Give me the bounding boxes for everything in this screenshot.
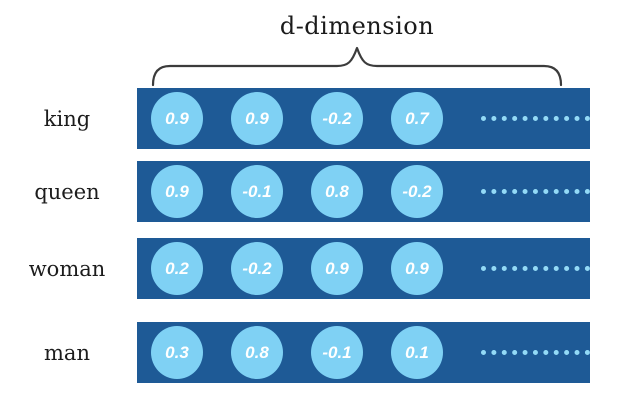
embedding-vector-bar: 0.3 0.8 -0.1 0.1: [137, 322, 590, 383]
ellipsis-dots-icon: [481, 189, 590, 194]
vector-value-cell: -0.1: [311, 326, 363, 379]
embedding-vector-bar: 0.9 -0.1 0.8 -0.2: [137, 161, 590, 222]
vector-value-cell: 0.9: [151, 165, 203, 218]
embedding-row-king: king 0.9 0.9 -0.2 0.7: [0, 88, 637, 149]
embedding-vector-bar: 0.9 0.9 -0.2 0.7: [137, 88, 590, 149]
dimension-title: d-dimension: [279, 12, 435, 40]
vector-value-cell: 0.2: [151, 242, 203, 295]
vector-value-cell: 0.9: [391, 242, 443, 295]
vector-value-cell: -0.2: [391, 165, 443, 218]
vector-value-cell: 0.9: [311, 242, 363, 295]
row-label: king: [43, 106, 91, 131]
embedding-row-man: man 0.3 0.8 -0.1 0.1: [0, 322, 637, 383]
row-label: man: [44, 340, 90, 365]
vector-value-cell: 0.8: [311, 165, 363, 218]
embedding-row-woman: woman 0.2 -0.2 0.9 0.9: [0, 238, 637, 299]
vector-value-cell: 0.9: [231, 92, 283, 145]
vector-value-cell: 0.1: [391, 326, 443, 379]
vector-value-cell: -0.2: [231, 242, 283, 295]
row-label: woman: [28, 256, 106, 281]
vector-value-cell: 0.3: [151, 326, 203, 379]
vector-value-cell: -0.1: [231, 165, 283, 218]
embedding-row-queen: queen 0.9 -0.1 0.8 -0.2: [0, 161, 637, 222]
embedding-vector-bar: 0.2 -0.2 0.9 0.9: [137, 238, 590, 299]
ellipsis-dots-icon: [481, 266, 590, 271]
ellipsis-dots-icon: [481, 350, 590, 355]
brace-icon: [151, 46, 563, 87]
vector-value-cell: 0.9: [151, 92, 203, 145]
ellipsis-dots-icon: [481, 116, 590, 121]
vector-value-cell: -0.2: [311, 92, 363, 145]
vector-value-cell: 0.8: [231, 326, 283, 379]
vector-value-cell: 0.7: [391, 92, 443, 145]
row-label: queen: [34, 179, 100, 204]
